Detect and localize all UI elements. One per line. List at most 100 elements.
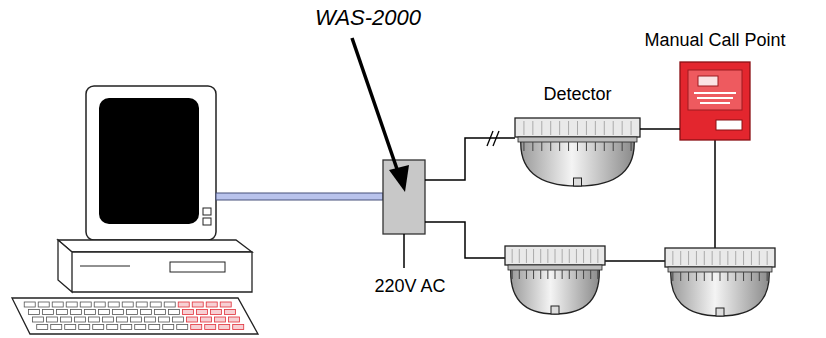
key: [107, 325, 118, 330]
key: [136, 302, 147, 307]
node-label: Manual Call Point: [605, 30, 825, 52]
detector-rib: [540, 249, 541, 263]
key: [140, 310, 151, 315]
detector-rib: [597, 270, 598, 279]
detector-rib: [688, 272, 689, 281]
key: [66, 302, 77, 307]
key: [178, 302, 189, 307]
detector-rib: [631, 121, 632, 135]
detector-rib: [512, 249, 513, 263]
detector-rib: [569, 270, 570, 279]
key: [205, 325, 216, 330]
drive-slot: [170, 262, 225, 272]
key: [177, 325, 188, 330]
call-point-print: [697, 97, 733, 99]
key: [52, 302, 63, 307]
detector-rib: [622, 142, 623, 151]
key: [24, 302, 35, 307]
key: [75, 317, 86, 322]
detector-rib: [590, 249, 591, 263]
detector-rib: [759, 272, 760, 281]
detector-band: [518, 137, 637, 142]
detector-rib: [767, 272, 768, 281]
detector-rib: [712, 272, 713, 281]
key: [38, 302, 49, 307]
key: [117, 317, 128, 322]
key: [42, 310, 53, 315]
detector-rib: [759, 251, 760, 265]
detector-rib: [532, 121, 533, 135]
power-label: 220V AC: [374, 276, 445, 298]
key: [220, 302, 231, 307]
detector-rib: [704, 272, 705, 281]
call-point-print: [700, 102, 730, 104]
detector-base: [505, 246, 605, 265]
detector-rib: [595, 121, 596, 135]
key: [33, 317, 44, 322]
detector-rib: [562, 270, 563, 279]
detector-rib: [720, 251, 721, 265]
key: [168, 310, 179, 315]
detector-rib: [576, 249, 577, 263]
loop-wire: [425, 138, 515, 180]
detector-rib: [519, 270, 520, 279]
key: [219, 325, 230, 330]
detector-rib: [727, 251, 728, 265]
call-point-symbol: [680, 62, 750, 140]
call-point-badge: [716, 120, 742, 130]
unit-name: WAS-2000: [315, 5, 421, 31]
detector-rib: [622, 121, 623, 135]
detector-rib: [767, 251, 768, 265]
detector-rib: [597, 249, 598, 263]
detector-rib: [720, 272, 721, 281]
loop-wire: [425, 222, 505, 258]
detector-dome: [521, 137, 634, 186]
detector-rib: [696, 251, 697, 265]
key: [164, 302, 175, 307]
detector-band: [668, 267, 772, 272]
key: [145, 317, 156, 322]
key: [122, 302, 133, 307]
key: [94, 302, 105, 307]
key: [112, 310, 123, 315]
detector-rib: [555, 249, 556, 263]
key: [149, 325, 160, 330]
call-point-window: [698, 76, 718, 86]
detector-rib: [512, 270, 513, 279]
detector-rib: [735, 272, 736, 281]
detector-rib: [613, 121, 614, 135]
key: [229, 317, 240, 322]
detector-rib: [595, 142, 596, 151]
detector-band: [508, 265, 602, 270]
key: [47, 317, 58, 322]
computer: [12, 86, 258, 334]
wire: [640, 128, 680, 130]
key: [79, 325, 90, 330]
detector-rib: [727, 272, 728, 281]
call-point-print: [694, 92, 736, 94]
detector-rib: [519, 249, 520, 263]
key: [56, 310, 67, 315]
detector-rib: [526, 249, 527, 263]
key: [89, 317, 100, 322]
key: [61, 317, 72, 322]
monitor-button: [203, 218, 211, 225]
detector-rib: [613, 142, 614, 151]
detector-rib: [550, 142, 551, 151]
keyboard: [12, 298, 258, 334]
key: [215, 317, 226, 322]
detector-rib: [541, 142, 542, 151]
arrow-head: [389, 165, 409, 192]
detector-rib: [562, 249, 563, 263]
detector-rib: [631, 142, 632, 151]
key: [192, 302, 203, 307]
key: [154, 310, 165, 315]
detector-base: [515, 118, 640, 137]
detector: Detector: [515, 118, 640, 186]
detector-rib: [680, 272, 681, 281]
detector-rib: [604, 121, 605, 135]
key: [135, 325, 146, 330]
key: [159, 317, 170, 322]
detector-dome: [671, 267, 770, 316]
detector-rib: [735, 251, 736, 265]
